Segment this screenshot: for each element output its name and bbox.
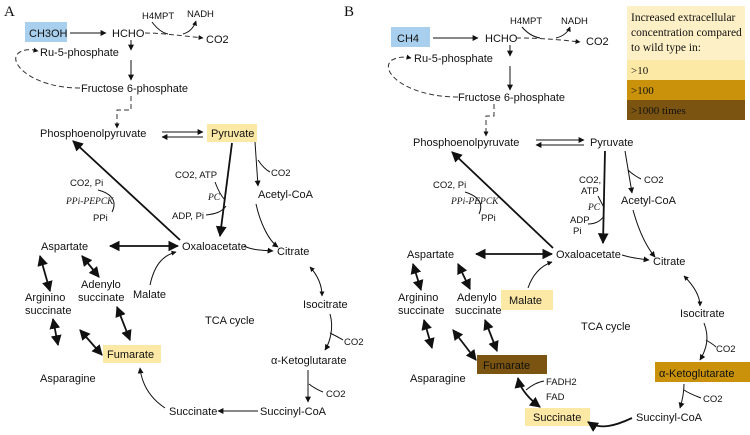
- ru5p-label-b: Ru-5-phosphate: [414, 53, 493, 65]
- argino-label-2-a: succinate: [25, 305, 71, 317]
- legend-title-line-3: to wild type in:: [631, 42, 701, 54]
- adp-label-2-b: Pi: [573, 226, 581, 237]
- co2-atp-label-a: CO2, ATP: [175, 170, 217, 181]
- pyruvate-highlight-a: [207, 124, 257, 142]
- argino-label-1-a: Arginino: [25, 292, 65, 304]
- arrows-b: [387, 26, 717, 432]
- co2-atp-label-2-b: ATP: [581, 186, 599, 197]
- legend-item-10: >10: [631, 65, 649, 77]
- co2-akg-label-a: CO2: [326, 389, 346, 400]
- asparagine-label-a: Asparagine: [40, 373, 96, 385]
- fad-label-b: FAD: [546, 392, 565, 403]
- nadh-label-b: NADH: [561, 16, 588, 27]
- oxaloacetate-label-b: Oxaloacetate: [556, 249, 621, 261]
- oxaloacetate-label-a: Oxaloacetate: [182, 241, 247, 253]
- h4mpt-label-a: H4MPT: [142, 11, 174, 22]
- arrows-a: [15, 20, 344, 414]
- citrate-label-a: Citrate: [277, 246, 309, 258]
- succinyl-coa-label-a: Succinyl-CoA: [260, 406, 327, 418]
- legend-swatch-100: [627, 80, 745, 100]
- f6p-label-b: Fructose 6-phosphate: [458, 92, 565, 104]
- akg-label-a: α-Ketoglutarate: [271, 355, 346, 367]
- ppi-label-b: PPi: [481, 213, 496, 224]
- substrate-label-b: CH4: [397, 33, 419, 45]
- substrate-box-a: [25, 22, 67, 42]
- f6p-label-a: Fructose 6-phosphate: [81, 83, 188, 95]
- asparagine-label-b: Asparagine: [410, 373, 466, 385]
- legend-title-line-1: Increased extracellular: [631, 12, 736, 24]
- co2-icd-label-b: CO2: [716, 344, 736, 355]
- legend: Increased extracellular concentration co…: [627, 6, 745, 120]
- co2-pdh-label-b: CO2: [644, 175, 664, 186]
- co2-atp-label-1-b: CO2,: [579, 175, 601, 186]
- co2-pi-label-a: CO2, Pi: [70, 178, 103, 189]
- pyruvate-label-b: Pyruvate: [590, 137, 633, 149]
- ppi-label-a: PPi: [93, 213, 108, 224]
- succinyl-coa-label-b: Succinyl-CoA: [636, 412, 703, 424]
- tca-label-a: TCA cycle: [205, 315, 255, 327]
- isocitrate-label-b: Isocitrate: [680, 308, 725, 320]
- argino-label-1-b: Arginino: [398, 292, 438, 304]
- pc-label-a: PC: [207, 193, 221, 203]
- fumarate-label-a: Fumarate: [107, 349, 154, 361]
- panel-a-letter: A: [4, 4, 15, 20]
- co2-label-b: CO2: [586, 36, 609, 48]
- substrate-box-b: [391, 27, 430, 47]
- nadh-label-a: NADH: [187, 9, 214, 20]
- h4mpt-label-b: H4MPT: [510, 16, 542, 27]
- acetyl-coa-label-a: Acetyl-CoA: [258, 189, 314, 201]
- legend-title-box: [627, 6, 745, 60]
- succinate-label-a: Succinate: [169, 406, 217, 418]
- adenylo-label-2-b: succinate: [455, 305, 501, 317]
- ppi-pepck-label-b: PPi-PEPCK: [450, 197, 499, 207]
- co2-akg-label-b: CO2: [703, 394, 723, 405]
- legend-item-1000: >1000 times: [631, 105, 686, 117]
- adp-label-1-b: ADP: [570, 215, 590, 226]
- legend-swatch-10: [627, 60, 745, 80]
- fumarate-label-b: Fumarate: [483, 360, 530, 372]
- malate-highlight-b: [501, 290, 553, 310]
- pep-label-b: Phosphoenolpyruvate: [413, 137, 519, 149]
- pyruvate-label-a: Pyruvate: [211, 128, 254, 140]
- ru5p-label-a: Ru-5-phosphate: [40, 47, 119, 59]
- citrate-label-b: Citrate: [653, 256, 685, 268]
- adenylo-label-1-b: Adenylo: [457, 292, 497, 304]
- legend-title-line-2: concentration compared: [631, 27, 742, 39]
- argino-label-2-b: succinate: [398, 305, 444, 317]
- adenylo-label-1-a: Adenylo: [81, 279, 121, 291]
- ppi-pepck-label-a: PPi-PEPCK: [65, 197, 114, 207]
- substrate-label-a: CH3OH: [29, 28, 68, 40]
- malate-label-a: Malate: [133, 289, 166, 301]
- co2-pi-label-b: CO2, Pi: [433, 180, 466, 191]
- fadh2-label-b: FADH2: [546, 377, 577, 388]
- pc-label-b: PC: [587, 203, 601, 213]
- hcho-label-a: HCHO: [112, 28, 145, 40]
- aspartate-label-a: Aspartate: [41, 241, 88, 253]
- malate-label-b: Malate: [509, 295, 542, 307]
- isocitrate-label-a: Isocitrate: [303, 299, 348, 311]
- succinate-highlight-b: [525, 408, 590, 426]
- legend-item-100: >100: [631, 85, 654, 97]
- panel-b-letter: B: [344, 4, 354, 20]
- panel-b: B CH4 HCHO H4MPT NADH CO2 Ru-5-phosphate…: [344, 4, 750, 432]
- adp-pi-label-a: ADP, Pi: [172, 211, 204, 222]
- co2-label-a: CO2: [206, 34, 229, 46]
- hcho-label-b: HCHO: [485, 33, 518, 45]
- co2-pdh-label-a: CO2: [271, 168, 291, 179]
- tca-label-b: TCA cycle: [581, 321, 631, 333]
- fumarate-highlight-b: [477, 355, 547, 374]
- fumarate-highlight-a: [103, 345, 161, 363]
- adenylo-label-2-a: succinate: [78, 292, 124, 304]
- panel-a: A CH3OH HCHO H4MPT NADH CO2 Ru-5-phospha…: [4, 4, 364, 418]
- acetyl-coa-label-b: Acetyl-CoA: [621, 195, 677, 207]
- co2-icd-label-a: CO2: [344, 337, 364, 348]
- aspartate-label-b: Aspartate: [407, 249, 454, 261]
- legend-swatch-1000: [627, 100, 745, 120]
- pep-label-a: Phosphoenolpyruvate: [40, 128, 146, 140]
- akg-label-b: α-Ketoglutarate: [659, 368, 734, 380]
- succinate-label-b: Succinate: [533, 412, 581, 424]
- akg-highlight-b: [655, 362, 750, 382]
